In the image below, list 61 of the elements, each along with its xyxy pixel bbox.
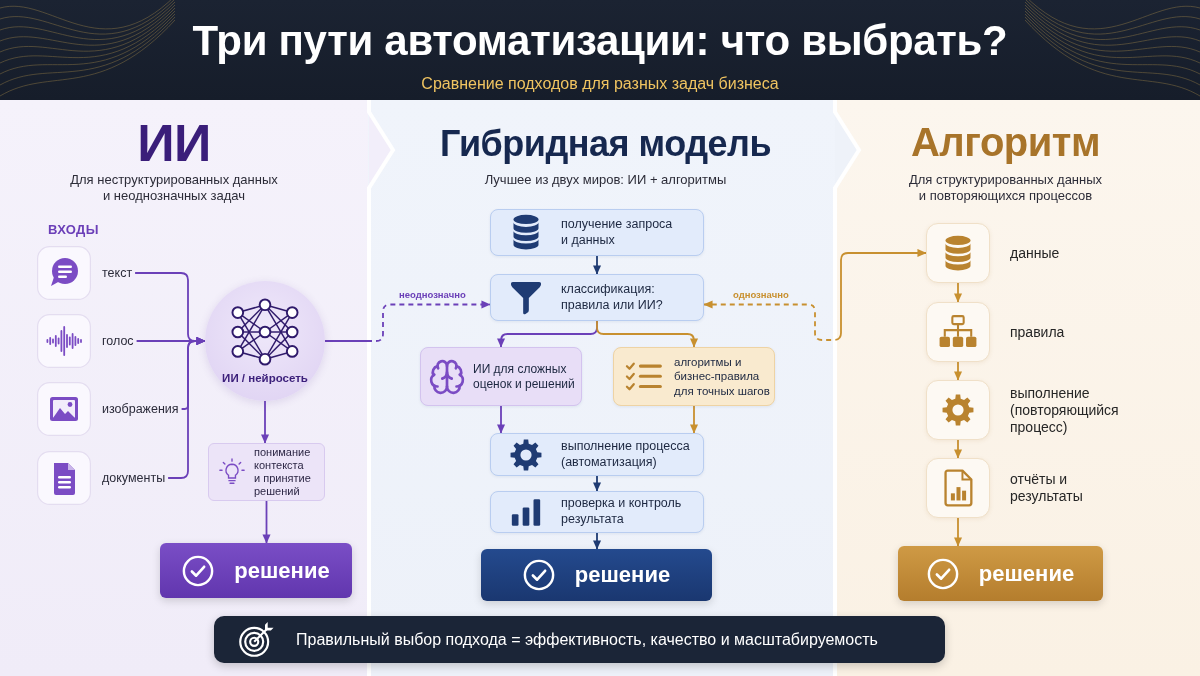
column-subtitle: Для неструктурированных данных и неоднозначных задач xyxy=(69,172,279,204)
arrow xyxy=(260,400,270,444)
column-title: Алгоритм xyxy=(910,120,1101,165)
step-tile xyxy=(926,223,990,283)
step-label: данные xyxy=(1010,244,1060,262)
arrow xyxy=(596,320,699,348)
input-label: текст xyxy=(99,264,136,282)
result-label: решение xyxy=(978,560,1075,587)
summary-bar xyxy=(214,616,945,663)
circle-label: ИИ / нейросеть xyxy=(222,370,308,385)
result-banner xyxy=(160,543,352,598)
note-box xyxy=(208,443,325,501)
column-title: Гибридная модель xyxy=(439,124,772,165)
step-label: отчёты и результаты xyxy=(1010,471,1084,505)
summary-text: Правильный выбор подхода = эффективность, качество и масштабируемость xyxy=(296,629,878,650)
process-box xyxy=(490,209,704,256)
process-box xyxy=(613,347,775,406)
arrow xyxy=(592,532,602,550)
process-text: получение запроса и данных xyxy=(561,216,674,249)
step-label: выполнение (повторяющийся процесс) xyxy=(1010,384,1120,436)
arrow xyxy=(689,405,699,434)
step-label: правила xyxy=(1010,323,1065,341)
arrow xyxy=(167,336,206,479)
arrow xyxy=(953,439,963,459)
step-tile xyxy=(926,458,990,518)
arrow xyxy=(592,255,602,275)
input-label: голос xyxy=(99,332,137,350)
step-tile xyxy=(926,302,990,362)
arrow xyxy=(953,361,963,381)
process-text: выполнение процесса (автоматизация) xyxy=(561,438,691,471)
arrow xyxy=(953,517,963,547)
column-title: ИИ xyxy=(137,114,211,173)
process-text: проверка и контроль результата xyxy=(561,496,683,528)
input-label: изображения xyxy=(99,400,182,418)
result-banner xyxy=(481,549,712,601)
section-label: ВХОДЫ xyxy=(48,222,99,238)
process-text: классификация: правила или ИИ? xyxy=(561,281,664,314)
edge-label: неоднозначно xyxy=(399,289,466,301)
process-text: алгоритмы и бизнес-правила для точных шагов xyxy=(674,354,771,399)
arrow xyxy=(496,405,506,434)
arrow xyxy=(592,475,602,492)
input-label: документы xyxy=(99,469,169,487)
note-text: понимание контекста и принятие решений xyxy=(254,446,311,498)
result-label: решение xyxy=(574,562,671,588)
process-box xyxy=(420,347,582,406)
process-box xyxy=(490,274,704,321)
arrow xyxy=(262,500,271,544)
column-subtitle: Лучшее из двух миров: ИИ + алгоритмы xyxy=(484,172,727,188)
result-label: решение xyxy=(234,557,330,584)
result-banner xyxy=(898,546,1103,601)
dashed-arrow xyxy=(703,248,927,341)
page-title: Три пути автоматизации: что выбрать? xyxy=(192,17,1008,65)
column-subtitle: Для структурированных данных и повторяющихся процессов xyxy=(907,172,1104,204)
process-box xyxy=(490,433,704,476)
process-box xyxy=(490,491,704,533)
subtitle: Сравнение подходов для разных задач бизнеса xyxy=(421,74,779,94)
edge-label: однозначно xyxy=(733,289,789,301)
step-tile xyxy=(926,380,990,440)
dashed-arrow xyxy=(324,300,491,342)
arrow xyxy=(953,282,963,303)
process-text: ИИ для сложных оценок и решений xyxy=(473,361,576,392)
